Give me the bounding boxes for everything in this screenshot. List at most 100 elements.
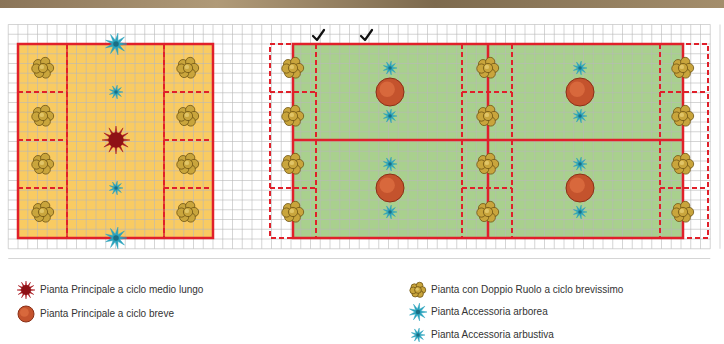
star-shape — [573, 205, 587, 219]
dashed-row-line — [18, 187, 67, 189]
grid-line — [135, 25, 136, 249]
grid-line — [105, 25, 106, 249]
grid-line — [8, 248, 710, 249]
dashed-row-line — [164, 91, 213, 93]
main-plant-circle — [376, 174, 404, 202]
main-plant-highlight — [380, 82, 395, 97]
grid-line — [408, 25, 409, 249]
grid-line — [154, 25, 155, 249]
check-mark — [313, 30, 324, 40]
star-shape — [383, 109, 397, 123]
star-shape — [17, 281, 35, 299]
grid-line — [8, 63, 710, 64]
legend-item: Pianta con Doppio Ruolo a ciclo brevissi… — [431, 280, 623, 300]
star-shape — [102, 126, 130, 154]
double-role-leaf — [183, 63, 192, 72]
grid-line — [720, 25, 721, 249]
legend-item: Pianta Accessoria arborea — [431, 302, 548, 322]
grid-line — [437, 25, 438, 249]
double-role-leaf — [678, 159, 687, 168]
main-plant-highlight — [380, 178, 395, 193]
grid — [8, 25, 720, 259]
double-role-leaf — [183, 111, 192, 120]
dashed-row-line — [163, 44, 165, 238]
grid-line — [339, 25, 340, 249]
grid-line — [456, 25, 457, 249]
double-role-highlight — [680, 65, 684, 69]
star-shape — [109, 181, 123, 195]
star-core — [416, 333, 420, 337]
double-role-highlight — [290, 209, 294, 213]
grid-line — [700, 25, 701, 249]
star-core — [416, 310, 421, 315]
star-shape — [106, 33, 127, 55]
double-role-leaf — [483, 159, 492, 168]
grid-line — [125, 25, 126, 249]
double-role-highlight — [680, 113, 684, 117]
grid-line — [8, 34, 710, 35]
star-shape — [410, 303, 427, 321]
grid-line — [593, 25, 594, 249]
star-icon — [383, 205, 397, 219]
star-shape — [383, 157, 397, 171]
grid-line — [378, 25, 379, 249]
grid-line — [544, 25, 545, 249]
grid-line — [222, 25, 223, 249]
dashed-row-line — [66, 44, 68, 238]
star-shape — [109, 85, 123, 99]
grid-line — [661, 25, 662, 249]
double-role-leaf — [288, 63, 297, 72]
grid-line — [564, 25, 565, 249]
star-core — [388, 162, 392, 166]
grid-line — [8, 112, 710, 113]
star-icon — [573, 109, 587, 123]
double-role-leaf — [38, 111, 47, 120]
legend-text: Pianta con Doppio Ruolo a ciclo brevissi… — [431, 280, 623, 300]
star-core — [21, 285, 31, 295]
star-icon — [109, 85, 123, 99]
main-plant-circle — [566, 174, 594, 202]
star-icon — [410, 303, 427, 321]
grid-line — [271, 25, 272, 249]
grid-line — [671, 25, 672, 249]
grid-line — [8, 209, 710, 210]
grid-line — [261, 25, 262, 249]
star-core — [578, 66, 582, 70]
plot-border — [18, 44, 213, 238]
grid-line — [603, 25, 604, 249]
double-role-highlight — [40, 209, 44, 213]
star-shape — [383, 205, 397, 219]
grid-line — [8, 25, 9, 249]
grid-line — [525, 25, 526, 249]
legend-item: Pianta Principale a ciclo medio lungo — [40, 280, 203, 300]
grid-line — [174, 25, 175, 249]
star-shape — [573, 109, 587, 123]
star-shape — [573, 157, 587, 171]
grid-line — [359, 25, 360, 249]
legend-text: Pianta Principale a ciclo breve — [40, 304, 174, 324]
star-icon — [573, 157, 587, 171]
star-icon — [106, 33, 127, 55]
star-shape — [411, 328, 425, 342]
main-plant-highlight — [570, 178, 585, 193]
grid-line — [310, 25, 311, 249]
main-plant-highlight — [20, 308, 29, 317]
double-role-leaf — [678, 63, 687, 72]
double-role-highlight — [680, 161, 684, 165]
grid-line — [632, 25, 633, 249]
grid-line — [86, 25, 87, 249]
star-shape — [106, 227, 127, 249]
grid-line — [8, 73, 710, 74]
double-role-leaf — [415, 287, 422, 294]
double-role-highlight — [40, 161, 44, 165]
grid-line — [8, 170, 710, 171]
double-role-highlight — [485, 113, 489, 117]
grid-line — [651, 25, 652, 249]
legend-item: Pianta Principale a ciclo breve — [40, 304, 174, 324]
legend-text: Pianta Accessoria arbustiva — [431, 325, 554, 344]
grid-line — [398, 25, 399, 249]
grid-line — [8, 258, 710, 259]
grid-line — [96, 25, 97, 249]
double-role-leaf — [183, 159, 192, 168]
double-role-highlight — [185, 209, 189, 213]
